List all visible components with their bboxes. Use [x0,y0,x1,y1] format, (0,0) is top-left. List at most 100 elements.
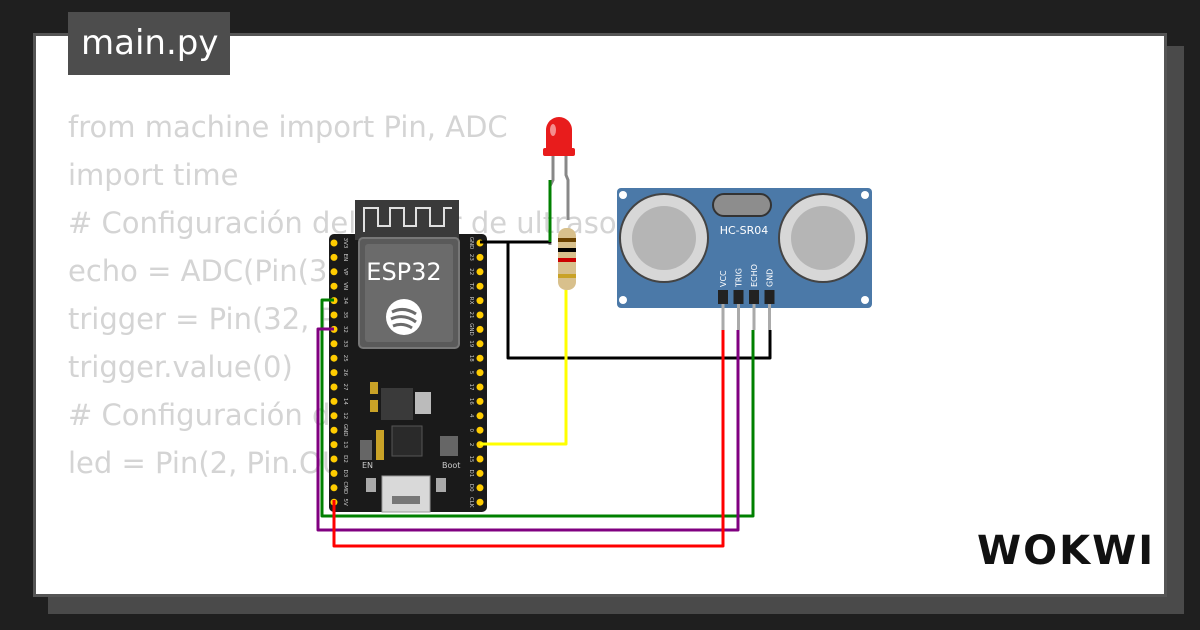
pin-pad[interactable] [330,253,338,261]
sensor-pin[interactable] [721,304,725,330]
sensor-pin-label: GND [766,269,775,287]
pin-pad[interactable] [476,369,484,377]
wires [316,180,772,548]
pin-label: TX [468,282,474,290]
pin-label: 5 [468,371,474,375]
wire-yellow-led [480,290,568,446]
pin-label: GND [468,237,474,250]
pin-pad[interactable] [476,253,484,261]
pin-pad[interactable] [476,311,484,319]
pin-label: 25 [342,355,348,362]
pin-label: RX [468,297,474,305]
pin-pad[interactable] [330,354,338,362]
pin-label: 21 [468,312,474,319]
pin-label: 16 [468,398,474,405]
sensor-model-label: HC-SR04 [720,224,769,237]
sensor-pin[interactable] [737,304,740,330]
pin-pad[interactable] [330,441,338,449]
sensor-pin-socket [718,290,728,304]
ultrasonic-sensor[interactable]: HC-SR04 VCC TRIG ECHO GND [617,188,872,330]
pin-label: EN [342,254,348,262]
file-tab[interactable]: main.py [68,12,231,75]
pin-pad[interactable] [330,340,338,348]
pin-label: 27 [342,384,348,391]
sensor-pin-label: TRIG [735,268,744,288]
wire-black-led [480,186,552,244]
pin-pad[interactable] [330,239,338,247]
preview-card [33,33,1167,597]
pin-pad[interactable] [330,484,338,492]
sensor-pin-header: VCC TRIG ECHO GND [718,264,775,330]
pin-label: 15 [468,456,474,463]
code-line: import time [68,158,239,192]
pin-pad[interactable] [476,297,484,305]
pin-label: D3 [342,470,348,478]
transducer-left-icon [619,193,709,283]
code-line: trigger.value(0) [68,350,293,384]
pin-pad[interactable] [476,397,484,405]
pin-pad[interactable] [476,455,484,463]
esp32-left-pin-header: 3V3ENVPVN343532332526271412GND13D2D3CMD5… [330,238,348,506]
pin-label: D2 [342,455,348,463]
wire-green-echo [320,298,755,518]
pin-pad[interactable] [476,484,484,492]
pin-label: 2 [468,443,474,447]
pin-label: 4 [468,414,474,418]
pin-pad[interactable] [330,369,338,377]
pin-pad[interactable] [330,469,338,477]
pin-pad[interactable] [476,426,484,434]
pin-label: 33 [342,340,348,347]
pin-pad[interactable] [330,397,338,405]
pin-pad[interactable] [330,412,338,420]
pin-label: 17 [468,384,474,391]
pin-label: 13 [342,441,348,448]
pin-label: 0 [468,428,474,432]
pin-pad[interactable] [330,383,338,391]
pin-pad[interactable] [330,282,338,290]
pin-pad[interactable] [476,354,484,362]
sensor-pin[interactable] [768,304,771,330]
pin-label: 3V3 [342,238,348,249]
wire-red-vcc [332,330,725,548]
boot-button-label: Boot [442,461,460,470]
pin-pad[interactable] [330,455,338,463]
pin-pad[interactable] [476,412,484,420]
sensor-pin[interactable] [752,304,756,330]
pin-label: D1 [468,470,474,478]
pin-label: CMD [342,481,348,494]
pin-pad[interactable] [476,268,484,276]
pin-pad[interactable] [330,311,338,319]
sensor-pin-label: ECHO [750,264,759,287]
wokwi-logo: WOKWI [977,528,1156,574]
pin-pad[interactable] [476,282,484,290]
esp32-label: ESP32 [366,258,441,286]
esp32-board[interactable]: ESP32 EN Boot 3V3ENVPVN34353233252627141… [329,200,487,513]
pin-label: 14 [342,398,348,405]
pin-pad[interactable] [476,325,484,333]
pin-pad[interactable] [476,383,484,391]
pin-pad[interactable] [476,498,484,506]
wire-purple-trig [316,327,740,532]
pin-pad[interactable] [330,268,338,276]
pin-label: CLK [468,497,474,508]
pin-pad[interactable] [330,426,338,434]
pin-pad[interactable] [476,469,484,477]
led-component[interactable] [543,116,575,245]
pin-label: 5V [342,499,348,506]
sensor-pin-label: VCC [719,270,728,287]
pin-label: 23 [468,254,474,261]
en-button-label: EN [362,461,373,470]
pin-label: 12 [342,412,348,419]
pin-label: 18 [468,355,474,362]
pin-label: 26 [342,369,348,376]
pin-label: 32 [342,326,348,333]
pin-label: 19 [468,340,474,347]
pin-label: D0 [468,484,474,492]
pin-label: VN [342,282,348,290]
resistor-component[interactable] [558,228,576,290]
transducer-right-icon [778,193,868,283]
pin-label: GND [468,323,474,336]
pin-label: 35 [342,312,348,319]
pin-pad[interactable] [476,340,484,348]
